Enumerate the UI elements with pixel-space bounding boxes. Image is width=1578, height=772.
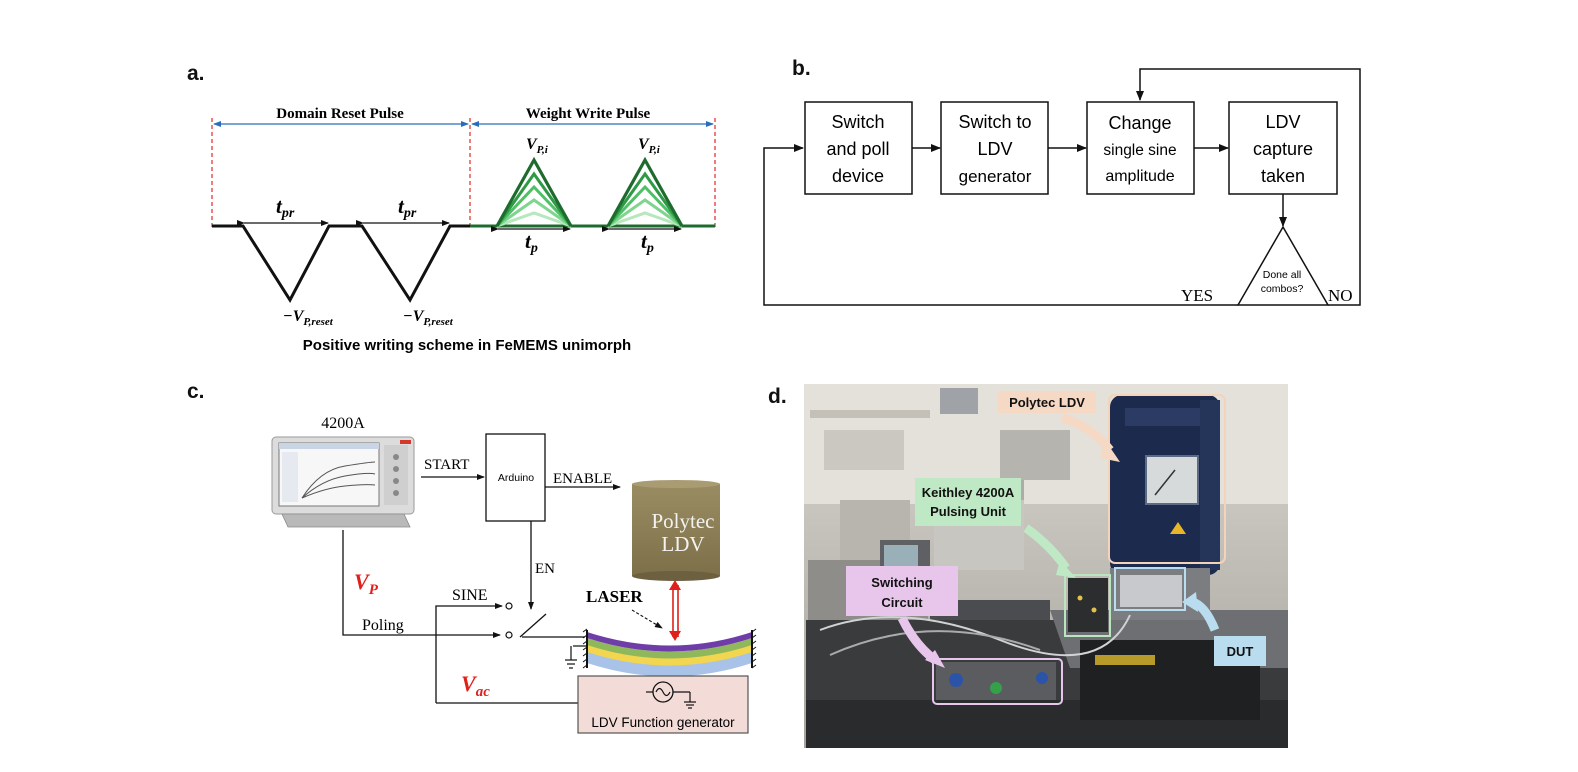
callout-switching: Switching Circuit: [846, 566, 958, 616]
svg-text:combos?: combos?: [1261, 283, 1304, 295]
tpr-label-2: tpr: [398, 194, 417, 221]
panel-d-label: d.: [768, 385, 787, 408]
svg-text:Switch to: Switch to: [958, 112, 1031, 132]
vac-label: Vac: [461, 671, 490, 700]
flow-no-label: NO: [1328, 286, 1353, 305]
panel-b-label: b.: [792, 57, 811, 80]
lab-photo: [804, 384, 1288, 748]
vreset-label-1: −VP,reset: [283, 308, 334, 328]
instrument-label: 4200A: [321, 415, 365, 432]
switching-pointer-head: [925, 650, 945, 668]
panel-c: c. 4200A Arduino START ENABLE: [187, 380, 757, 734]
switch-symbol: [505, 602, 585, 639]
svg-text:amplitude: amplitude: [1105, 168, 1174, 185]
arduino-label: Arduino: [498, 472, 534, 484]
dut-frame: [1114, 567, 1186, 611]
polytec-pointer-head: [1100, 440, 1120, 462]
svg-text:Done all: Done all: [1263, 269, 1302, 281]
svg-text:LDV: LDV: [1265, 112, 1300, 132]
svg-text:Polytec LDV: Polytec LDV: [1009, 395, 1085, 410]
vpi-label-2: VP,i: [638, 136, 661, 156]
laser-label: LASER: [586, 587, 643, 606]
enable-label: ENABLE: [553, 471, 612, 487]
callout-dut: DUT: [1214, 636, 1266, 666]
reset-waveform: [212, 224, 470, 303]
sine-label: SINE: [452, 587, 488, 604]
svg-text:taken: taken: [1261, 166, 1305, 186]
svg-text:Change: Change: [1108, 113, 1171, 133]
ldv-label-line1: Polytec: [652, 509, 715, 533]
flow-box-ldv-capture: LDV capture taken: [1228, 101, 1338, 195]
en-label: EN: [535, 561, 555, 577]
flow-yes-loop: [763, 144, 1238, 306]
instrument-4200a-icon: [271, 436, 415, 528]
laser-pointer: [631, 609, 663, 629]
svg-text:device: device: [832, 166, 884, 186]
write-pulse-label: Weight Write Pulse: [526, 106, 651, 122]
flow-no-loop: [1136, 68, 1361, 306]
vpi-label-1: VP,i: [526, 136, 549, 156]
flow-yes-label: YES: [1181, 286, 1213, 305]
polytec-ldv-icon: [632, 480, 720, 581]
svg-text:Circuit: Circuit: [881, 595, 923, 610]
ac-source-icon: [646, 681, 696, 709]
polytec-frame: [1108, 394, 1226, 564]
laser-beam: [669, 580, 681, 641]
reset-pulse-label: Domain Reset Pulse: [276, 106, 404, 122]
function-generator-label: LDV Function generator: [591, 715, 735, 730]
callout-keithley: Keithley 4200A Pulsing Unit: [915, 478, 1021, 526]
svg-text:DUT: DUT: [1227, 644, 1254, 659]
start-label: START: [424, 457, 469, 473]
tp-label-1: tp: [525, 229, 538, 256]
ldv-label-line2: LDV: [661, 532, 704, 556]
svg-text:Switching: Switching: [871, 575, 932, 590]
svg-text:generator: generator: [959, 167, 1032, 186]
svg-text:Pulsing Unit: Pulsing Unit: [930, 504, 1007, 519]
callout-polytec: Polytec LDV: [998, 391, 1096, 413]
ground-symbol-left: [565, 645, 586, 669]
poling-label: Poling: [362, 617, 404, 634]
tp-label-2: tp: [641, 229, 654, 256]
keithley-pointer-head: [1056, 560, 1076, 578]
svg-text:and poll: and poll: [826, 139, 889, 159]
switching-frame: [932, 658, 1063, 705]
panel-a-caption: Positive writing scheme in FeMEMS unimor…: [303, 337, 631, 354]
svg-text:capture: capture: [1253, 139, 1313, 159]
flow-box-switch-ldv: Switch to LDV generator: [940, 101, 1049, 195]
panel-c-label: c.: [187, 380, 205, 403]
panel-b: b. Switch and poll device Switch to LDV …: [763, 57, 1361, 306]
svg-text:Switch: Switch: [831, 112, 884, 132]
svg-text:LDV: LDV: [977, 139, 1012, 159]
vreset-label-2: −VP,reset: [403, 308, 454, 328]
flow-box-change-amplitude: Change single sine amplitude: [1086, 101, 1195, 195]
svg-text:Keithley 4200A: Keithley 4200A: [922, 485, 1015, 500]
unimorph-beam: [582, 628, 757, 677]
flow-decision: Done all combos?: [1236, 225, 1330, 306]
dut-pointer-head: [1182, 592, 1198, 612]
write-waveform: [470, 156, 715, 228]
poling-line: [342, 530, 501, 638]
panel-a-label: a.: [187, 62, 205, 85]
keithley-frame: [1064, 574, 1111, 637]
panel-a: a. Domain Reset Pulse Weight Write Pulse: [187, 62, 716, 354]
tpr-label-1: tpr: [276, 194, 295, 221]
function-generator-box: [577, 675, 749, 734]
flow-box-switch-poll: Switch and poll device: [804, 101, 913, 195]
arduino-box: [485, 433, 546, 522]
vp-label: VP: [354, 569, 379, 598]
sine-line: [435, 603, 503, 703]
panel-d: d.: [768, 384, 1288, 748]
svg-text:single sine: single sine: [1103, 142, 1176, 159]
